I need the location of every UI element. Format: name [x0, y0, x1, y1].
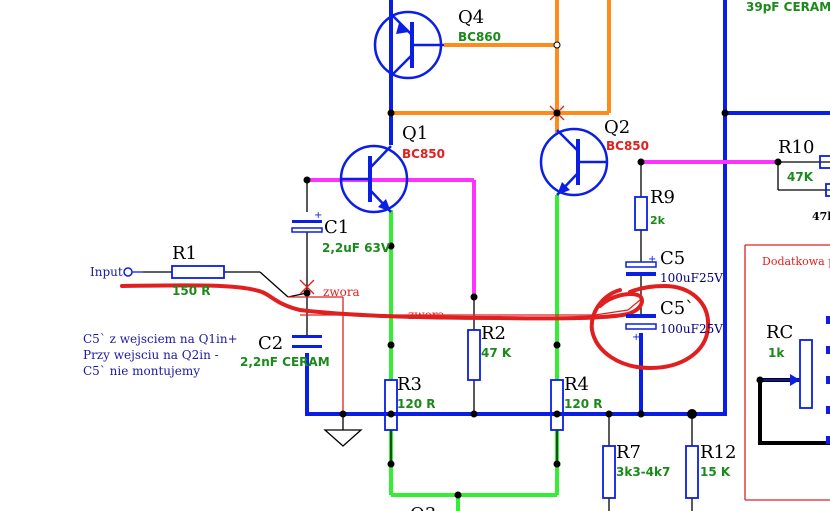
input-terminal: [123, 267, 133, 277]
resistor-r2: [467, 329, 481, 381]
black-wires: [143, 161, 830, 511]
q1-value: BC850: [402, 147, 445, 161]
resistor-r1: [171, 265, 225, 279]
capacitor-c2: [292, 335, 322, 348]
blue-wires: [305, 0, 830, 416]
c5-bottom-value: 100uF25V: [660, 322, 723, 336]
orange-wires: [391, 0, 611, 133]
cap-top-right-value: 39pF CERAM: [746, 0, 830, 14]
input-label: Input: [90, 265, 123, 279]
r2-ref: R2: [481, 323, 506, 344]
note-line-3: C5` nie montujemy: [83, 364, 200, 378]
r12-value: 15 K: [700, 465, 731, 479]
right-pin-markers: [826, 316, 830, 444]
r10-value: 47K: [787, 170, 814, 184]
resistor-r4: [550, 379, 564, 431]
r-right-partial-value: 47k: [812, 210, 830, 223]
transistor-q1: [339, 144, 409, 214]
resistor-r9: [634, 196, 648, 231]
c1-ref: C1: [324, 217, 349, 238]
capacitor-c1: +: [291, 210, 323, 233]
r9-value: 2k: [650, 214, 666, 227]
rc-ref: RC: [766, 322, 793, 343]
rc-loop-wire: [758, 378, 830, 445]
resistor-r10: [819, 155, 830, 169]
q4-ref: Q4: [458, 7, 484, 28]
ground-symbol: [323, 414, 363, 447]
c2-ref: C2: [258, 333, 283, 354]
q1-ref: Q1: [402, 123, 428, 144]
red-thin-wires: [288, 244, 830, 501]
q-bottom-partial-ref: Q3: [410, 504, 436, 511]
r1-value: 150 R: [172, 284, 210, 298]
q4-value: BC860: [458, 30, 501, 44]
svg-text:+: +: [632, 332, 640, 343]
magenta-wires: [307, 160, 778, 297]
r2-value: 47 K: [481, 346, 512, 360]
r7-ref: R7: [616, 442, 641, 463]
transistor-q4: [373, 10, 444, 80]
c2-value: 2,2nF CERAM: [240, 355, 330, 369]
zwora-label-2: zwora: [408, 308, 445, 322]
c5-top-value: 100uF25V: [660, 271, 723, 285]
c5-top-ref: C5: [660, 248, 685, 269]
c5-bottom-ref: C5`: [660, 298, 694, 319]
q2-value: BC850: [606, 139, 649, 153]
svg-text:+: +: [314, 210, 322, 221]
r1-ref: R1: [172, 243, 197, 264]
zwora-cross-1: [299, 279, 315, 295]
resistors: [171, 155, 830, 499]
r3-ref: R3: [397, 374, 422, 395]
note-line-2: Przy wejsciu na Q2in -: [83, 348, 219, 362]
r7-value: 3k3-4k7: [616, 465, 670, 479]
zwora-label-1: zwora: [323, 285, 360, 299]
red-freehand-circle: [589, 283, 711, 371]
q2-ref: Q2: [604, 117, 630, 138]
rc-value: 1k: [768, 346, 785, 360]
resistor-r-right: [825, 183, 830, 197]
red-freehand-stroke: [120, 283, 644, 321]
r4-ref: R4: [564, 374, 589, 395]
rc-wiper-arrow: [790, 374, 800, 386]
r3-value: 120 R: [397, 397, 435, 411]
resistor-r7: [602, 445, 616, 499]
resistor-r12: [685, 445, 699, 499]
c1-value: 2,2uF 63V: [322, 241, 391, 255]
capacitor-c5-bottom: +: [625, 314, 657, 343]
r10-ref: R10: [778, 137, 814, 158]
capacitor-c5-top: +: [625, 254, 657, 276]
svg-text:+: +: [648, 254, 656, 265]
note-line-1: C5` z wejsciem na Q1in+: [83, 332, 238, 346]
dodatkowa-label: Dodatkowa p: [762, 255, 830, 268]
r4-value: 120 R: [564, 397, 602, 411]
junction-dots: [303, 41, 782, 499]
r12-ref: R12: [700, 442, 736, 463]
resistor-rc: [799, 339, 813, 409]
transistor-q2: [539, 127, 609, 197]
r9-ref: R9: [650, 187, 675, 208]
resistor-r3: [384, 379, 398, 431]
